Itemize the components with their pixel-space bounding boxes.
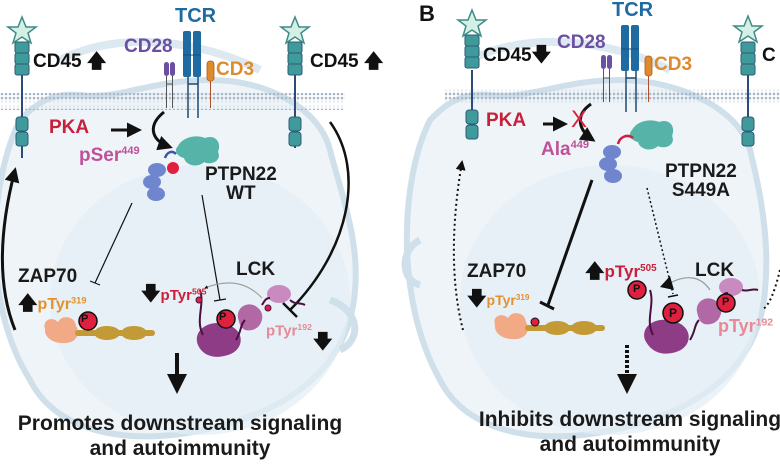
lck-ptyr192-label: pTyr192 — [718, 316, 774, 336]
zap70-label: ZAP70 — [467, 261, 527, 282]
cd45-label-left: CD45 🡅 — [33, 51, 107, 72]
lck-ptyr505-label: 🡅pTyr505 — [585, 261, 657, 282]
cd45-receptor-left — [455, 7, 489, 140]
phospho-p-label: P — [633, 283, 641, 295]
tcr-label: TCR — [175, 5, 217, 27]
zap70-protein — [44, 311, 155, 344]
pser449-label: pSer449 — [79, 145, 140, 166]
cd45-to-lck-inhibition-dotted — [761, 269, 780, 311]
zap70-ptyr319-label: 🡅pTyr319 — [18, 293, 87, 314]
cd3-receptor — [206, 60, 215, 108]
cd45-receptor-right — [278, 14, 312, 148]
cd45-label-left: CD45🡇 — [483, 45, 552, 66]
ptyr192-arrow-down-icon: 🡇 — [313, 332, 333, 353]
phospho-site-icon — [167, 162, 179, 174]
star-ligand-icon — [455, 7, 489, 38]
phospho-site-icon — [216, 309, 236, 329]
cd45-receptor-right — [731, 13, 765, 147]
arrow-up-icon: 🡅 — [18, 293, 38, 314]
cd3-receptor — [644, 55, 653, 102]
tcr-receptor — [183, 31, 201, 118]
membrane-panel-b — [445, 88, 780, 105]
cd45-to-lck-inhibition — [289, 121, 350, 311]
ptpn22-to-zap70-inhibition — [94, 202, 133, 284]
arrow-up-icon: 🡅 — [363, 51, 384, 72]
phospho-site-icon — [78, 311, 98, 331]
cd45-label-right-partial: C — [762, 45, 776, 66]
phospho-p-label: P — [722, 296, 730, 308]
tcr-label: TCR — [612, 0, 654, 21]
cd28-label: CD28 — [124, 36, 173, 57]
tcr-receptor — [621, 25, 639, 112]
arrow-down-icon: 🡇 — [531, 45, 552, 66]
ptpn22-wt-protein — [143, 136, 220, 201]
cd3-label: CD3 — [216, 59, 255, 80]
star-ligand-icon — [731, 13, 765, 44]
cd45-receptor-left — [5, 14, 39, 158]
phospho-site-icon — [662, 302, 684, 324]
pka-label: PKA — [49, 117, 90, 138]
lck-protein — [195, 285, 306, 357]
lck-label: LCK — [695, 260, 735, 281]
cd28-receptor — [601, 55, 612, 102]
blocked-x-icon: X — [571, 106, 588, 133]
ptpn22-s449a-protein — [599, 120, 674, 183]
tcr-to-ptpn22-arrow — [578, 102, 596, 142]
star-ligand-icon — [278, 14, 312, 45]
star-ligand-icon — [5, 14, 39, 45]
ala449-label: Ala449 — [541, 139, 589, 160]
ptpn22-to-lck-inhibition-dotted — [646, 187, 674, 295]
phospho-p-label: P — [219, 311, 227, 323]
ptpn22-to-zap70-inhibition — [546, 179, 594, 306]
lck-protein — [627, 278, 759, 354]
cd28-receptor — [164, 62, 175, 108]
phospho-p-label: P — [669, 306, 678, 320]
cd3-label: CD3 — [654, 54, 693, 75]
feedback-to-cd45-arrow — [0, 167, 20, 331]
panel-a-cell — [0, 37, 359, 440]
lck-ptyr192-label: pTyr192 — [266, 322, 312, 340]
cd45-label-right: CD45 🡅 — [310, 51, 384, 72]
phospho-site-icon — [627, 280, 647, 300]
arrowhead — [660, 276, 674, 290]
zap70-protein — [494, 313, 605, 340]
panel-b-letter: B — [419, 1, 435, 26]
tcr-to-ptpn22-arrow — [152, 110, 173, 151]
phospho-p-label: P — [81, 313, 89, 325]
pka-label: PKA — [486, 110, 527, 131]
phospho-site-icon — [716, 293, 736, 313]
zap70-label: ZAP70 — [18, 266, 78, 287]
arrow-up-icon: 🡅 — [86, 51, 107, 72]
nucleus — [460, 165, 760, 435]
cd28-label: CD28 — [557, 32, 606, 53]
arrow-down-icon: 🡇 — [141, 284, 161, 305]
lck-label: LCK — [236, 259, 276, 280]
lck-ptyr505-label: 🡇pTyr505 — [141, 284, 207, 305]
zap70-ptyr319-label: 🡇pTyr319 — [467, 289, 530, 310]
ptpn22-to-lck-inhibition — [201, 194, 221, 301]
arrow-up-icon: 🡅 — [585, 261, 605, 282]
feedback-to-cd45-arrow-dotted — [452, 160, 466, 331]
arrow-down-icon: 🡇 — [467, 289, 487, 310]
